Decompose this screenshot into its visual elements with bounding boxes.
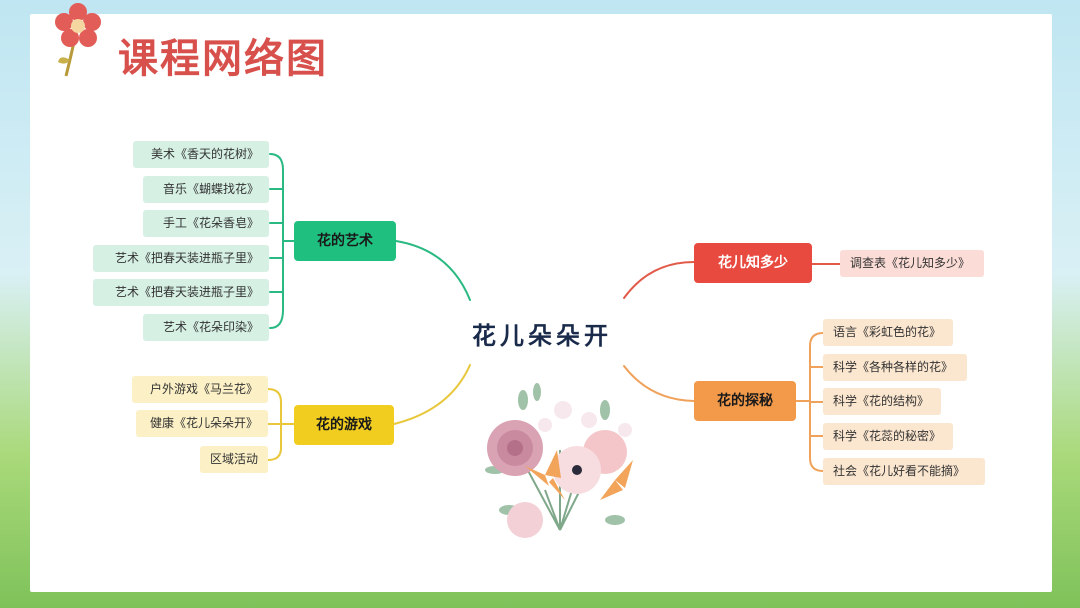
art-item-2: 音乐《蝴蝶找花》	[143, 176, 269, 203]
art-item-4: 艺术《把春天装进瓶子里》	[93, 245, 269, 272]
game-item-2: 健康《花儿朵朵开》	[136, 410, 268, 437]
explore-item-3: 科学《花的结构》	[823, 388, 941, 415]
explore-item-1: 语言《彩虹色的花》	[823, 319, 953, 346]
branch-know: 花儿知多少	[694, 243, 812, 283]
flower-icon	[55, 3, 101, 77]
know-item-1: 调查表《花儿知多少》	[840, 250, 984, 277]
game-item-3: 区域活动	[200, 446, 268, 473]
bouquet-illustration	[485, 383, 633, 538]
game-item-1: 户外游戏《马兰花》	[132, 376, 268, 403]
branch-explore: 花的探秘	[694, 381, 796, 421]
central-topic: 花儿朵朵开	[472, 322, 612, 350]
branch-art: 花的艺术	[294, 221, 396, 261]
art-item-6: 艺术《花朵印染》	[143, 314, 269, 341]
branch-game: 花的游戏	[294, 405, 394, 445]
art-item-3: 手工《花朵香皂》	[143, 210, 269, 237]
art-item-5: 艺术《把春天装进瓶子里》	[93, 279, 269, 306]
page-title: 课程网络图	[118, 36, 328, 82]
explore-item-5: 社会《花儿好看不能摘》	[823, 458, 985, 485]
explore-item-2: 科学《各种各样的花》	[823, 354, 967, 381]
explore-item-4: 科学《花蕊的秘密》	[823, 423, 953, 450]
art-item-1: 美术《香天的花树》	[133, 141, 269, 168]
